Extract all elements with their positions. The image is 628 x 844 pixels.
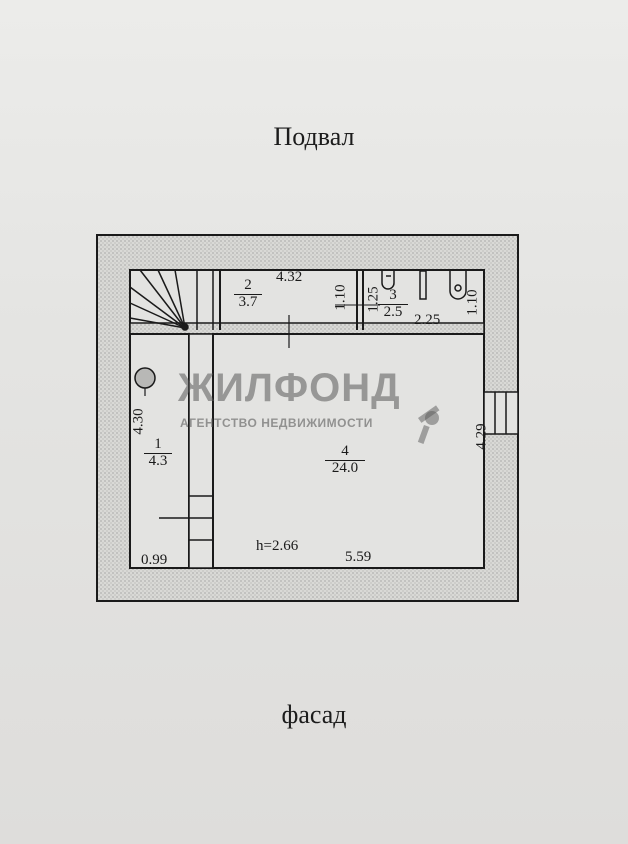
dim-room4-length: 4.29 xyxy=(473,423,490,450)
dim-room3-width-left: 1.25 xyxy=(365,286,382,313)
keys-icon xyxy=(417,405,440,444)
dim-room3-length: 2.25 xyxy=(414,312,441,328)
room-4 xyxy=(212,333,485,569)
watermark-brand: ЖИЛФОНД xyxy=(178,366,401,410)
ceiling-height: h=2.66 xyxy=(256,538,299,554)
bathroom-fixtures xyxy=(381,270,467,300)
dim-room3-width-right: 1.10 xyxy=(464,289,481,316)
watermark-tagline: АГЕНТСТВО НЕДВИЖИМОСТИ xyxy=(180,416,373,430)
spiral-staircase xyxy=(129,269,214,331)
dim-room2-width: 1.10 xyxy=(332,284,349,311)
dim-room1-length: 4.30 xyxy=(130,408,147,435)
dim-room1-width: 0.99 xyxy=(141,552,168,568)
entrance-steps xyxy=(483,391,519,435)
shower-icon xyxy=(419,270,427,300)
dim-room2-length: 4.32 xyxy=(276,269,303,285)
dim-room4-width: 5.59 xyxy=(345,549,372,565)
plan-title: Подвал xyxy=(273,122,355,151)
facade-label: фасад xyxy=(281,700,347,729)
boiler-icon xyxy=(134,367,156,389)
